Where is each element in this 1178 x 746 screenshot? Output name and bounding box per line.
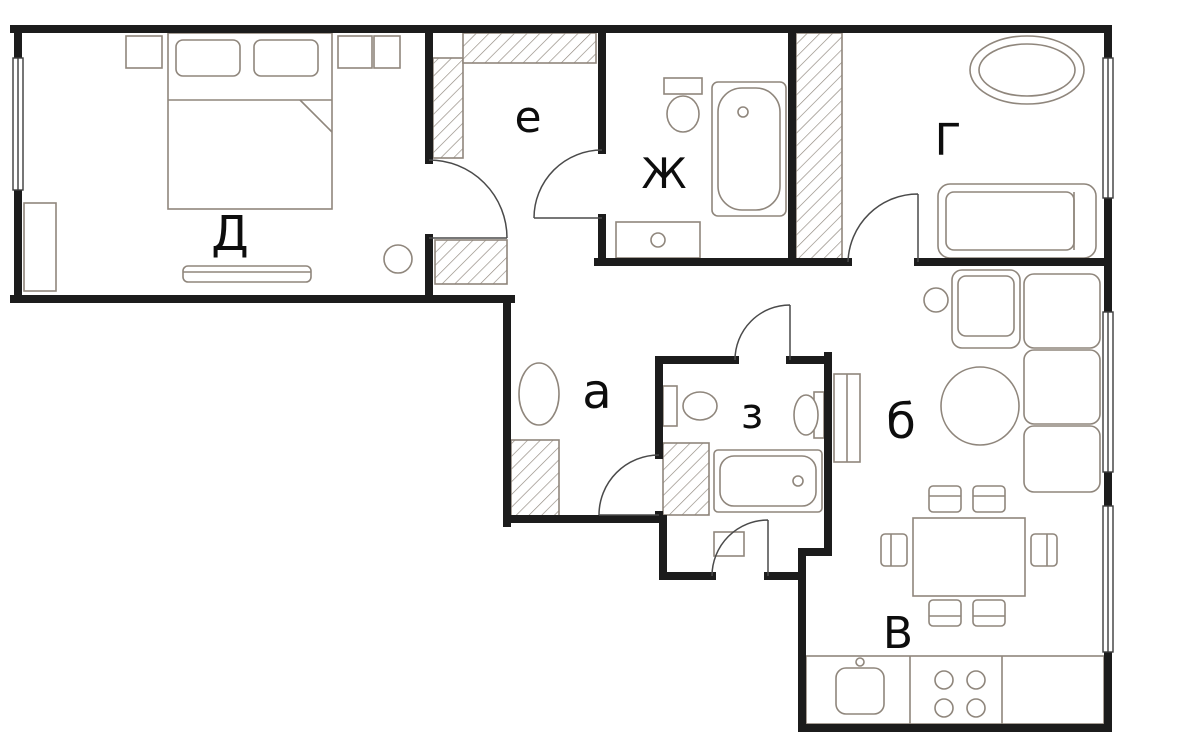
oval-table xyxy=(969,35,1085,105)
door-bathroom-zh xyxy=(533,149,603,219)
sofa-section xyxy=(1023,273,1101,349)
room-label-dressing: е xyxy=(514,92,541,143)
door-entry xyxy=(711,519,769,577)
chair xyxy=(880,533,908,567)
toilet-tank xyxy=(662,385,678,427)
room-label-living: б xyxy=(886,394,916,450)
door-wc xyxy=(734,304,791,361)
door-bedroom xyxy=(428,159,508,239)
toilet-tank xyxy=(663,77,703,95)
room-labels: Д е Ж Г а з б В xyxy=(211,92,961,659)
chair xyxy=(1030,533,1058,567)
drain-icon xyxy=(737,106,749,118)
bathtub xyxy=(713,449,823,513)
kitchen-furniture xyxy=(805,485,1105,725)
bedroom-furniture xyxy=(23,32,508,292)
toilet-bowl xyxy=(666,95,700,133)
room-label-bedroom: Д xyxy=(211,206,249,262)
hallway-furniture xyxy=(510,362,745,557)
dining-table xyxy=(912,517,1026,597)
pillow xyxy=(175,39,241,77)
chair xyxy=(928,599,962,627)
blanket-fold xyxy=(299,99,333,133)
wc-fixtures xyxy=(662,385,825,516)
room-label-room-g: Г xyxy=(935,115,962,166)
drain-icon xyxy=(792,475,804,487)
wardrobe xyxy=(23,202,57,292)
stool xyxy=(383,244,413,274)
toilet-bowl xyxy=(682,391,718,421)
bathtub-inner xyxy=(719,455,817,507)
wardrobe-hatched xyxy=(462,32,597,64)
chair xyxy=(972,485,1006,513)
walls xyxy=(10,25,1112,732)
armchair xyxy=(951,269,1021,349)
stove-burner xyxy=(934,698,954,718)
wardrobe-hatched xyxy=(795,32,843,260)
dresser xyxy=(182,265,312,283)
sink-cabinet xyxy=(615,221,701,259)
counter-divisions xyxy=(909,656,1003,724)
round-table xyxy=(940,366,1020,446)
room-label-kitchen: В xyxy=(883,608,913,659)
sofa-section xyxy=(1023,425,1101,493)
dressing-furniture xyxy=(432,32,597,159)
stove-burner xyxy=(966,698,986,718)
closet-hatched xyxy=(662,442,710,516)
room-label-hallway: а xyxy=(582,364,611,420)
stove-burner xyxy=(966,670,986,690)
pouf xyxy=(518,362,560,426)
living-room-furniture xyxy=(833,269,1101,493)
bathtub-inner xyxy=(717,87,781,211)
bathroom-zh-fixtures xyxy=(615,77,787,259)
room-label-wc: з xyxy=(741,389,763,438)
chair xyxy=(928,485,962,513)
wardrobe-hatched xyxy=(434,239,508,285)
sink-basin xyxy=(650,232,666,248)
doors xyxy=(428,149,919,577)
chair xyxy=(373,35,401,69)
windows xyxy=(12,57,1114,653)
bathtub xyxy=(711,81,787,217)
faucet-icon xyxy=(855,657,865,667)
armchair-seat xyxy=(957,275,1015,337)
lamp xyxy=(923,287,949,313)
door-hall xyxy=(598,454,660,516)
sink-basin xyxy=(793,394,819,436)
chair xyxy=(972,599,1006,627)
nightstand xyxy=(337,35,373,69)
sofa-section xyxy=(1023,349,1101,425)
oval-table-inner xyxy=(978,43,1076,97)
wardrobe-hatched xyxy=(432,57,464,159)
stove-burner xyxy=(934,670,954,690)
nightstand xyxy=(125,35,163,69)
pillow xyxy=(253,39,319,77)
room-label-bathroom: Ж xyxy=(641,149,686,198)
door-room-g xyxy=(847,193,919,263)
kitchen-sink xyxy=(835,667,885,715)
closet-hatched xyxy=(510,439,560,517)
